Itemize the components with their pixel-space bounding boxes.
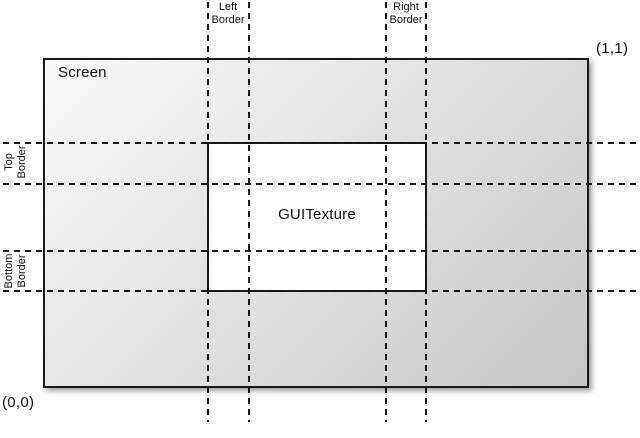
bottom-border-label-line2: Border bbox=[16, 254, 28, 288]
top-border-label-line1: Top bbox=[3, 153, 15, 171]
bottom-border-line-lower bbox=[3, 290, 638, 292]
left-border-label-line2: Border bbox=[211, 14, 245, 26]
top-border-label: Top Border bbox=[3, 142, 29, 182]
right-border-line-left bbox=[385, 2, 387, 422]
top-border-line-lower bbox=[3, 183, 638, 185]
bottom-border-line-upper bbox=[3, 250, 638, 252]
guitexture-rect: GUITexture bbox=[207, 142, 427, 292]
left-border-label-line1: Left bbox=[218, 1, 238, 13]
coordinate-top-right: (1,1) bbox=[596, 40, 629, 57]
bottom-border-label-line1: Bottom bbox=[3, 253, 15, 289]
top-border-label-line2: Border bbox=[16, 145, 28, 179]
left-border-line-right bbox=[248, 2, 250, 422]
left-border-label: Left Border bbox=[208, 1, 248, 27]
right-border-label-line2: Border bbox=[389, 14, 423, 26]
right-border-label-line1: Right bbox=[393, 1, 419, 13]
right-border-label: Right Border bbox=[386, 1, 426, 27]
screen-label: Screen bbox=[58, 64, 107, 81]
right-border-line-right bbox=[425, 2, 427, 422]
guitexture-label: GUITexture bbox=[278, 205, 356, 223]
left-border-line-left bbox=[207, 2, 209, 422]
top-border-line-upper bbox=[3, 142, 638, 144]
bottom-border-label: Bottom Border bbox=[3, 251, 29, 291]
coordinate-bottom-left: (0,0) bbox=[2, 394, 35, 411]
